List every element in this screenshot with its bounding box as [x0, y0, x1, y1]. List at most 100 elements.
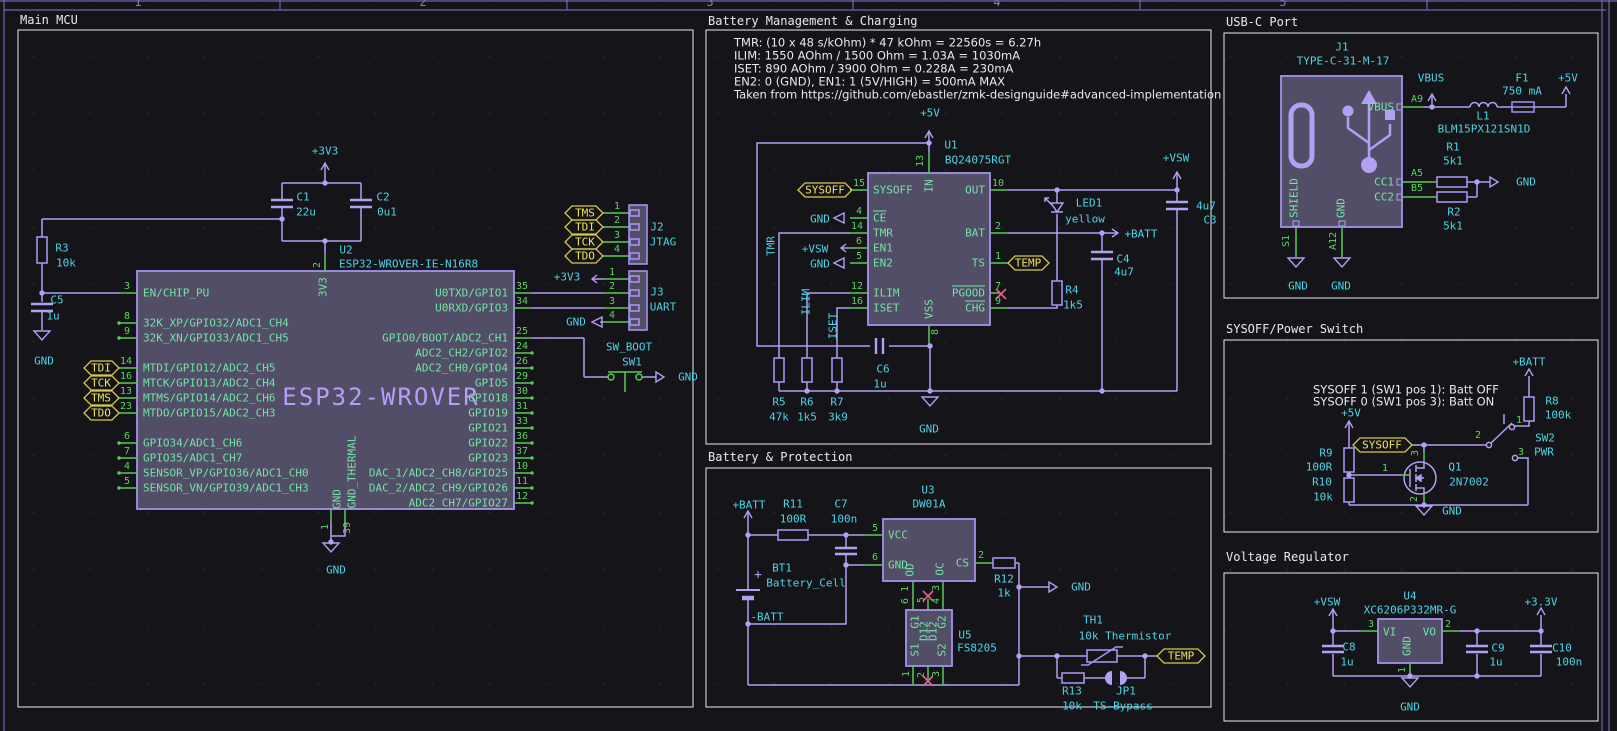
pin-number[interactable]: 14: [119, 356, 133, 367]
pin-number[interactable]: 1: [1381, 463, 1389, 474]
sheet-column-number[interactable]: 2: [419, 0, 427, 9]
pin-name[interactable]: GND: [330, 489, 344, 509]
vreg-wires[interactable]: [1332, 609, 1542, 677]
schematic-label[interactable]: GND: [1516, 175, 1536, 189]
schematic-label[interactable]: BQ24075RGT: [944, 153, 1012, 167]
pin-name[interactable]: SENSOR_VN/GPIO39/ADC1_CH3: [143, 481, 309, 495]
global-label[interactable]: TEMP: [1014, 256, 1042, 270]
global-label[interactable]: TCK: [575, 235, 595, 249]
pin-number[interactable]: 4: [931, 597, 942, 605]
schematic-label[interactable]: 5k1: [1443, 154, 1463, 168]
pin-name[interactable]: DAC_2/ADC2_CH9/GPIO26: [368, 481, 508, 495]
pin-name[interactable]: ADC2_CH7/GPIO27: [408, 496, 508, 510]
pin-name[interactable]: SHIELD: [1287, 178, 1301, 218]
pin-name[interactable]: GPIO19: [468, 406, 508, 420]
sheet-column-number[interactable]: 3: [706, 0, 714, 9]
schematic-label[interactable]: -BATT: [750, 610, 784, 624]
note-text[interactable]: SYSOFF 0 (SW1 pos 3): Batt ON: [1313, 394, 1495, 409]
pin-name[interactable]: PGOOD: [951, 286, 985, 300]
pin-name[interactable]: 32K_XN/GPIO33/ADC1_CH5: [143, 331, 289, 345]
pin-number[interactable]: 34: [515, 296, 529, 307]
pin-name[interactable]: ISET: [873, 301, 900, 315]
sysoff-resistors[interactable]: [1343, 396, 1535, 503]
global-label[interactable]: TDO: [575, 249, 595, 263]
schematic-label[interactable]: +5V: [920, 106, 940, 120]
pin-number[interactable]: 37: [515, 446, 529, 457]
pin-name[interactable]: GND: [888, 558, 908, 572]
jtag-global-labels[interactable]: [83, 205, 604, 421]
pin-number[interactable]: 30: [515, 386, 529, 397]
schematic-label[interactable]: C10: [1552, 641, 1572, 655]
pin-name[interactable]: G2: [935, 615, 949, 629]
u5-fs8205-symbol[interactable]: [905, 609, 953, 667]
schematic-label[interactable]: 1u: [1340, 655, 1354, 669]
pin-number[interactable]: 2: [608, 281, 616, 292]
pin-number[interactable]: 1: [613, 201, 621, 212]
schematic-label[interactable]: +BATT: [1512, 355, 1546, 369]
schematic-label[interactable]: +5V: [1558, 71, 1578, 85]
pin-name[interactable]: EN1: [873, 241, 893, 255]
schematic-label[interactable]: R5: [772, 395, 786, 409]
schematic-label[interactable]: R1: [1446, 140, 1460, 154]
sheet-column-number[interactable]: 1: [134, 0, 142, 9]
pin-number[interactable]: 1: [608, 267, 616, 278]
pin-number[interactable]: 13: [915, 154, 926, 168]
schematic-label[interactable]: BT1: [772, 561, 792, 575]
schematic-label[interactable]: DW01A: [912, 497, 946, 511]
f1-fuse[interactable]: [1511, 101, 1535, 113]
schematic-label[interactable]: L1: [1476, 109, 1490, 123]
pin-name[interactable]: OD: [903, 563, 917, 577]
note-text[interactable]: TMR: (10 x 48 s/kOhm) * 47 kOhm = 22560s…: [734, 35, 1042, 50]
pin-number[interactable]: 6: [123, 431, 131, 442]
schematic-label[interactable]: SW1: [622, 355, 642, 369]
r3-resistor[interactable]: [36, 236, 48, 264]
pin-number[interactable]: 3: [608, 296, 616, 307]
schematic-label[interactable]: R3: [55, 241, 69, 255]
schematic-label[interactable]: C4: [1116, 252, 1130, 266]
pin-number[interactable]: 1: [1397, 666, 1408, 674]
schematic-label[interactable]: GND: [1331, 279, 1351, 293]
pin-number[interactable]: 9: [994, 296, 1002, 307]
schematic-label[interactable]: 100R: [779, 512, 807, 526]
pin-name[interactable]: GPIO0/BOOT/ADC2_CH1: [382, 331, 508, 345]
pin-name[interactable]: VO: [1422, 625, 1436, 639]
schematic-label[interactable]: 100n: [1555, 655, 1583, 669]
schematic-label[interactable]: 5k1: [1443, 219, 1463, 233]
schematic-label[interactable]: GND: [810, 257, 830, 271]
schematic-label[interactable]: Battery_Cell: [766, 576, 846, 590]
pin-name[interactable]: GPIO35/ADC1_CH7: [143, 451, 243, 465]
pin-name[interactable]: S2: [935, 643, 949, 657]
schematic-label[interactable]: C9: [1491, 641, 1505, 655]
schematic-label[interactable]: GND: [1442, 504, 1462, 518]
schematic-label[interactable]: U3: [921, 483, 935, 497]
schematic-label[interactable]: SW_BOOT: [605, 340, 653, 354]
pin-name[interactable]: MTDI/GPIO12/ADC2_CH5: [143, 361, 276, 375]
pin-name[interactable]: MTDO/GPIO15/ADC2_CH3: [143, 406, 276, 420]
schematic-label[interactable]: R11: [783, 497, 803, 511]
note-text[interactable]: Taken from https://github.com/ebastler/z…: [734, 87, 1222, 102]
pin-number[interactable]: 4: [123, 461, 131, 472]
pin-number[interactable]: 3: [613, 230, 621, 241]
pin-number[interactable]: 2: [1444, 619, 1452, 630]
pin-number[interactable]: A5: [1410, 168, 1424, 179]
pin-number[interactable]: 5: [123, 476, 131, 487]
pin-name[interactable]: CC1: [1374, 175, 1394, 189]
pin-name[interactable]: GND_THERMAL: [345, 435, 359, 509]
pin-number[interactable]: 5: [916, 596, 927, 604]
sysoff-global-label[interactable]: [1352, 437, 1413, 453]
schematic-label[interactable]: 4u7: [1114, 265, 1134, 279]
pin-number[interactable]: 8: [123, 311, 131, 322]
schematic-label[interactable]: 47k: [769, 410, 789, 424]
pin-number[interactable]: 25: [515, 326, 529, 337]
pin-number[interactable]: S1: [1281, 234, 1292, 248]
note-text[interactable]: EN2: 0 (GND), EN1: 1 (5V/HIGH) = 500mA M…: [734, 74, 1005, 89]
pin-name[interactable]: VI: [1383, 625, 1397, 639]
pin-number[interactable]: 31: [515, 401, 529, 412]
pin-number[interactable]: 3: [123, 281, 131, 292]
pin-name[interactable]: ILIM: [873, 286, 900, 300]
schematic-label[interactable]: TMR: [764, 236, 778, 256]
schematic-label[interactable]: C7: [834, 497, 848, 511]
pin-number[interactable]: 16: [119, 371, 133, 382]
schematic-label[interactable]: R2: [1447, 205, 1461, 219]
pin-name[interactable]: SENSOR_VP/GPIO36/ADC1_CH0: [143, 466, 309, 480]
